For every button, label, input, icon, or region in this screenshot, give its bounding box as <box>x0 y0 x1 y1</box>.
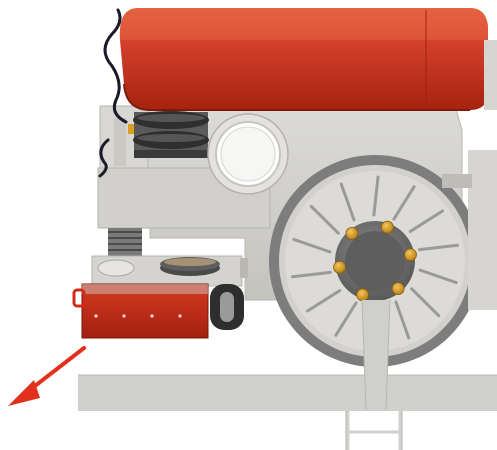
main-wheel <box>269 155 481 411</box>
wheel-spoke <box>334 301 358 337</box>
wheel-spoke <box>306 289 342 313</box>
wheel-spoke <box>418 243 460 252</box>
red-sensor-box <box>72 283 209 339</box>
wheel-spoke <box>290 270 332 279</box>
air-spring-bellows <box>133 111 209 158</box>
wheel-spoke <box>339 182 356 222</box>
floor-platform <box>78 375 497 411</box>
red-body-panel <box>119 8 489 110</box>
wheel-spoke <box>292 237 332 254</box>
lug-nut <box>380 220 394 234</box>
lug-nut <box>356 288 370 302</box>
support-stand <box>346 411 402 450</box>
direction-arrow-icon <box>8 346 86 406</box>
caster-assembly <box>91 228 248 330</box>
lug-nut <box>345 227 359 240</box>
cable <box>103 8 128 124</box>
lug-nut <box>404 248 417 262</box>
wheel-spoke <box>392 185 416 221</box>
lug-nut <box>391 282 405 295</box>
right-chassis-edge <box>468 150 497 310</box>
porthole <box>207 113 289 195</box>
wheel-spoke <box>394 300 411 340</box>
wheel-spoke <box>408 209 444 233</box>
lug-nut <box>333 260 346 274</box>
wheel-spoke <box>410 287 441 318</box>
wheel-spoke <box>418 268 458 285</box>
wheel-spoke <box>309 204 340 235</box>
wheel-spoke <box>372 175 380 217</box>
